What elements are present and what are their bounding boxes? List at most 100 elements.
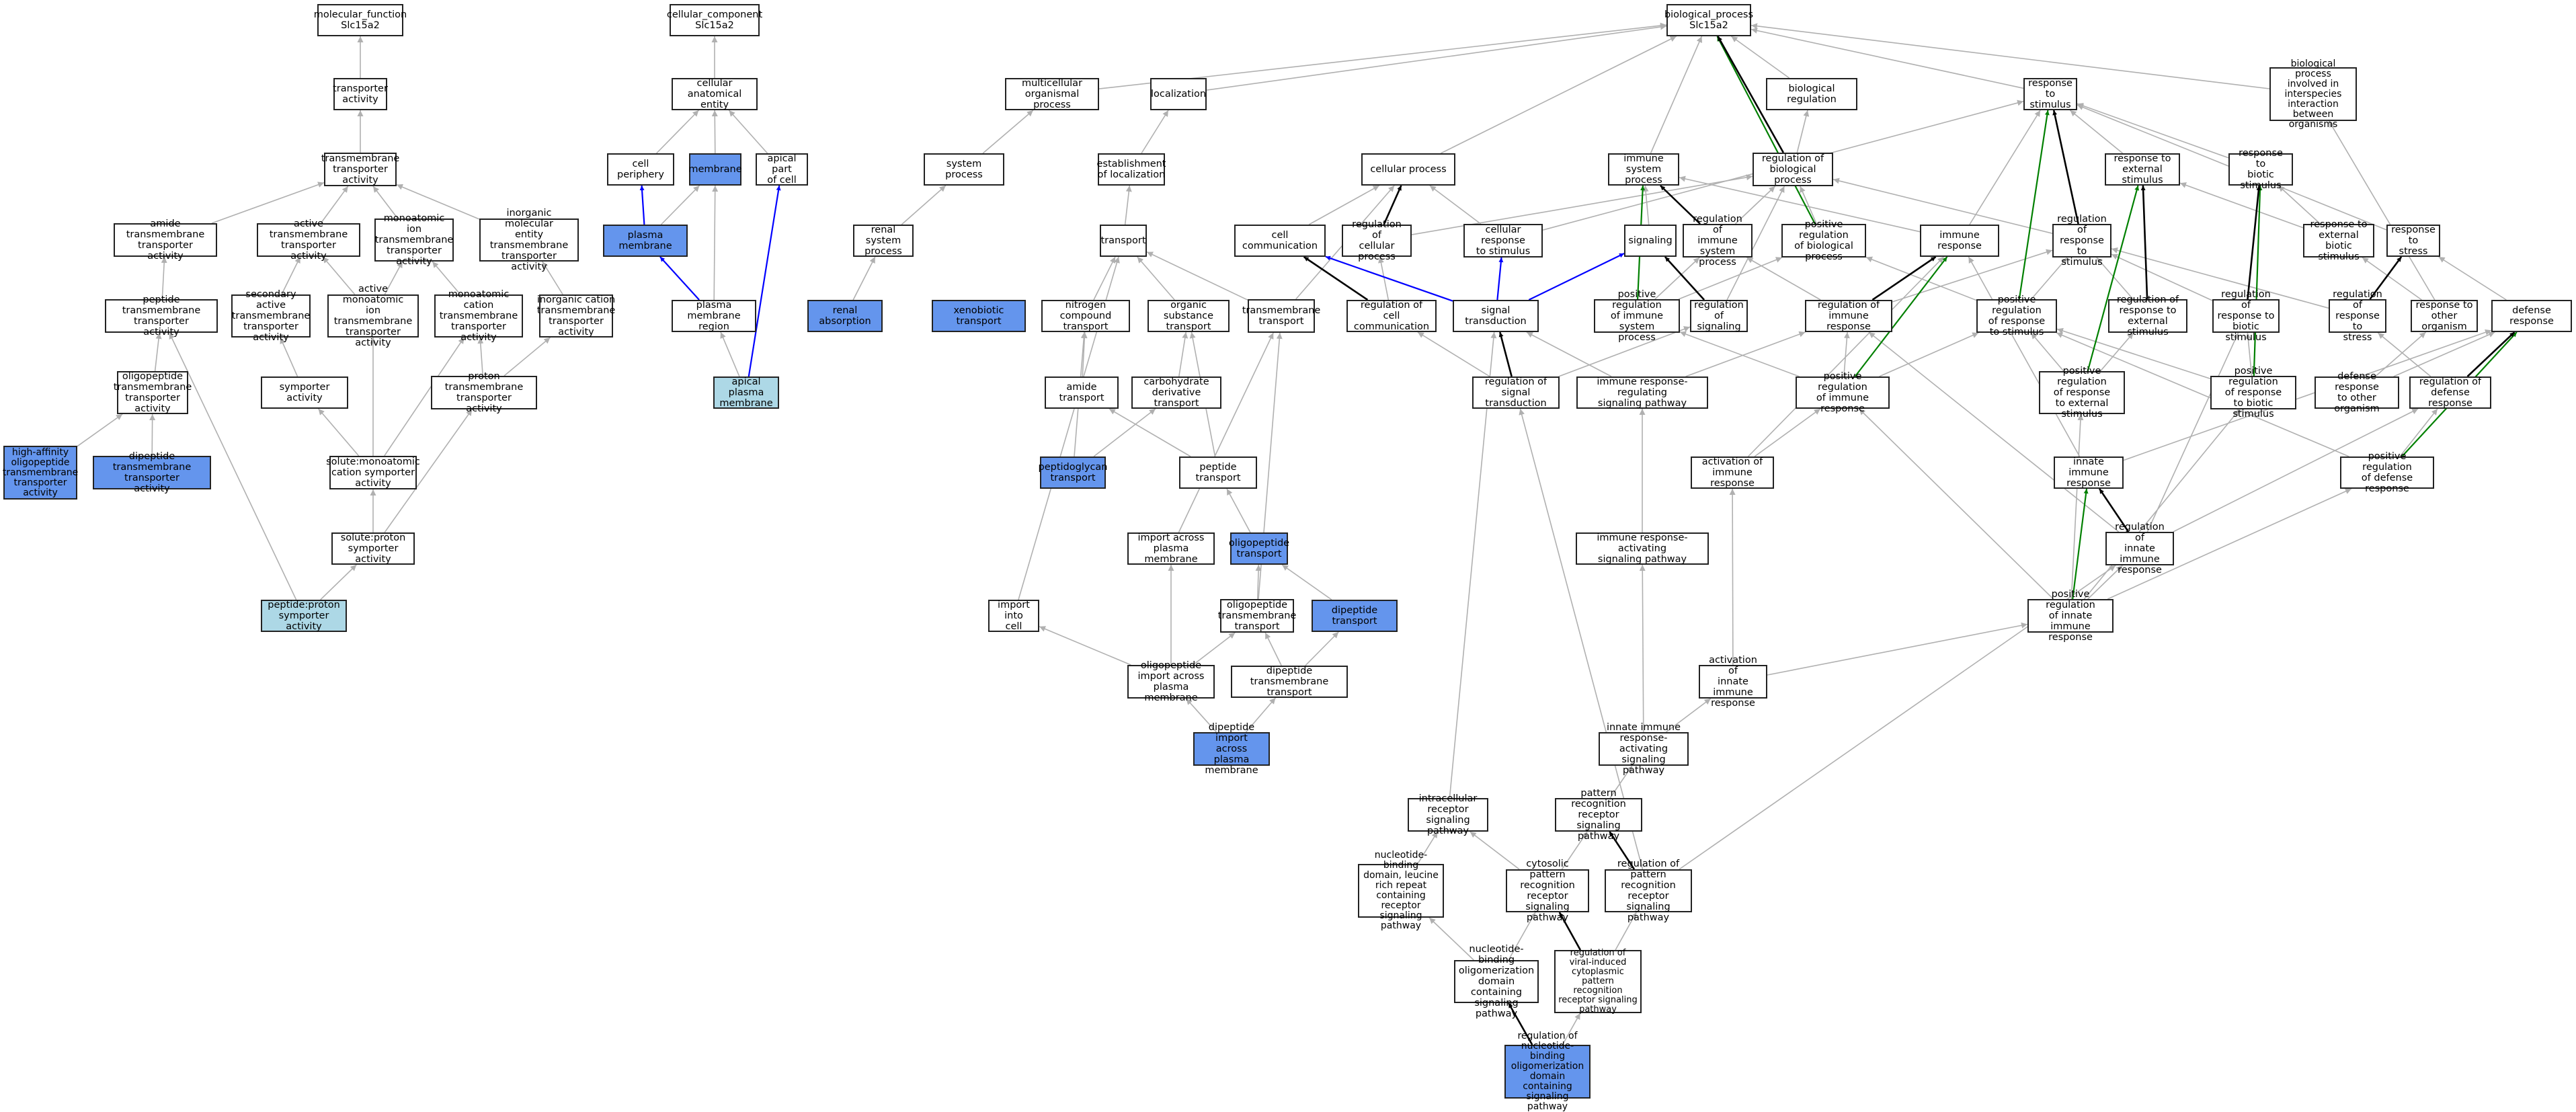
- go-term-node-immune-resp-act-sig[interactable]: immune response-activating signaling pat…: [1576, 532, 1709, 565]
- go-term-node-signaling[interactable]: signaling: [1624, 225, 1677, 257]
- go-term-node-plasma-membrane[interactable]: plasma membrane: [603, 225, 688, 257]
- go-term-node-active-tm[interactable]: active transmembrane transporter activit…: [257, 219, 360, 262]
- go-term-node-reg-cell-comm[interactable]: regulation of cell communication: [1346, 300, 1437, 332]
- go-term-node-reg-viral-prr[interactable]: regulation of viral-induced cytoplasmic …: [1554, 949, 1642, 1015]
- go-term-node-peptide-proton-sym[interactable]: peptide:proton symporter activity: [261, 600, 347, 632]
- go-term-node-transport[interactable]: transport: [1100, 225, 1147, 257]
- go-term-node-bp-root[interactable]: biological_process Slc15a2: [1664, 4, 1753, 36]
- go-term-node-transporter-activity[interactable]: transporter activity: [333, 78, 388, 110]
- go-term-node-amide-transport[interactable]: amide transport: [1045, 376, 1119, 409]
- go-term-node-bio-regulation[interactable]: biological regulation: [1766, 78, 1857, 110]
- go-term-node-cellular-process[interactable]: cellular process: [1361, 153, 1455, 186]
- go-term-node-reg-prr[interactable]: regulation of pattern recognition recept…: [1605, 859, 1692, 923]
- go-term-node-response-ext-stim[interactable]: response to external stimulus: [2105, 153, 2180, 186]
- go-term-node-pos-reg-bio-proc[interactable]: positive regulation of biological proces…: [1781, 219, 1866, 262]
- go-term-node-pos-reg-innate[interactable]: positive regulation of innate immune res…: [2027, 589, 2114, 643]
- go-term-node-pos-reg-resp-ext[interactable]: positive regulation of response to exter…: [2039, 366, 2125, 420]
- go-term-node-pos-reg-resp-stim[interactable]: positive regulation of response to stimu…: [1976, 294, 2057, 337]
- go-term-node-est-localization[interactable]: establishment of localization: [1097, 153, 1166, 186]
- go-term-node-reg-resp-biotic[interactable]: regulation of response to biotic stimulu…: [2212, 289, 2280, 343]
- go-term-node-monoatomic-ion-tm[interactable]: monoatomic ion transmembrane transporter…: [374, 213, 454, 267]
- go-term-node-apical-part[interactable]: apical part of cell: [756, 153, 808, 186]
- go-term-node-nlr-signaling[interactable]: nucleotide-binding domain, leucine rich …: [1358, 850, 1444, 931]
- go-term-node-system-process[interactable]: system process: [924, 153, 1004, 186]
- go-term-node-import-into-cell[interactable]: import into cell: [988, 600, 1039, 632]
- go-term-node-oligopeptide-tm[interactable]: oligopeptide transmembrane transporter a…: [113, 371, 192, 414]
- go-term-node-oligopeptide-transport[interactable]: oligopeptide transport: [1229, 532, 1289, 565]
- go-term-node-reg-defense-response[interactable]: regulation of defense response: [2409, 376, 2491, 409]
- go-term-node-cell-anat-entity[interactable]: cellular anatomical entity: [672, 78, 758, 110]
- go-term-node-localization[interactable]: localization: [1150, 78, 1207, 110]
- go-term-node-pos-reg-defense[interactable]: positive regulation of defense response: [2340, 451, 2434, 494]
- go-term-node-oligo-import-pm[interactable]: oligopeptide import across plasma membra…: [1127, 660, 1215, 703]
- go-term-node-response-ext-biotic[interactable]: response to external biotic stimulus: [2303, 219, 2374, 262]
- go-term-node-response-biotic[interactable]: response to biotic stimulus: [2228, 148, 2293, 191]
- go-term-node-immune-resp-reg-sig[interactable]: immune response-regulating signaling pat…: [1576, 376, 1708, 409]
- go-term-node-prr-signaling[interactable]: pattern recognition receptor signaling p…: [1555, 788, 1642, 842]
- go-term-node-symporter[interactable]: symporter activity: [261, 376, 348, 409]
- go-term-node-reg-signal-transduction[interactable]: regulation of signal transduction: [1472, 376, 1560, 409]
- go-term-node-tm-transport[interactable]: transmembrane transport: [1242, 299, 1320, 333]
- go-term-node-carb-deriv[interactable]: carbohydrate derivative transport: [1131, 376, 1221, 409]
- go-term-node-pm-region[interactable]: plasma membrane region: [672, 300, 756, 332]
- go-term-node-reg-response-stim[interactable]: regulation of response to stimulus: [2052, 214, 2111, 268]
- go-term-node-peptide-tm[interactable]: peptide transmembrane transporter activi…: [105, 294, 218, 337]
- go-term-node-mf-root[interactable]: molecular_function Slc15a2: [314, 4, 407, 36]
- go-term-node-amide-tm[interactable]: amide transmembrane transporter activity: [114, 219, 217, 262]
- go-term-node-response-stimulus[interactable]: response to stimulus: [2023, 78, 2077, 110]
- go-term-node-cellular-response-stim[interactable]: cellular response to stimulus: [1463, 224, 1543, 257]
- go-term-node-defense-other-org[interactable]: defense response to other organism: [2315, 371, 2399, 414]
- go-term-node-reg-innate-immune[interactable]: regulation of innate immune response: [2105, 522, 2174, 575]
- go-term-node-activation-innate[interactable]: activation of innate immune response: [1699, 655, 1767, 709]
- go-term-node-signal-transduction[interactable]: signal transduction: [1453, 300, 1539, 332]
- go-term-node-reg-resp-stress[interactable]: regulation of response to stress: [2329, 289, 2386, 343]
- go-term-node-immune-system-process[interactable]: immune system process: [1608, 153, 1679, 186]
- go-term-node-response-other-org[interactable]: response to other organism: [2411, 300, 2478, 332]
- go-term-node-renal-absorption[interactable]: renal absorption: [807, 300, 883, 332]
- go-term-node-solute-cation-sym[interactable]: solute:monoatomic cation symporter activ…: [326, 456, 420, 489]
- go-term-node-pos-reg-resp-biotic[interactable]: positive regulation of response to bioti…: [2210, 366, 2296, 420]
- go-term-node-pos-reg-immune-resp[interactable]: positive regulation of immune response: [1796, 371, 1890, 414]
- go-term-node-reg-nod-signaling[interactable]: regulation of nucleotide-binding oligome…: [1504, 1031, 1591, 1112]
- go-term-node-tm-transporter[interactable]: transmembrane transporter activity: [321, 153, 400, 186]
- go-term-node-apical-pm[interactable]: apical plasma membrane: [713, 376, 779, 409]
- go-term-node-active-monoatomic[interactable]: active monoatomic ion transmembrane tran…: [327, 284, 419, 348]
- go-term-node-solute-proton-sym[interactable]: solute:proton symporter activity: [331, 532, 415, 565]
- go-term-node-import-across-pm[interactable]: import across plasma membrane: [1127, 532, 1215, 565]
- go-term-node-immune-response[interactable]: immune response: [1920, 225, 1999, 257]
- go-term-node-membrane[interactable]: membrane: [688, 153, 742, 186]
- go-term-node-reg-immune-sys-proc[interactable]: regulation of immune system process: [1683, 214, 1753, 268]
- go-term-node-inorganic-cation-tm[interactable]: inorganic cation transmembrane transport…: [536, 294, 616, 337]
- go-term-node-nod-signaling[interactable]: nucleotide-binding oligomerization domai…: [1454, 944, 1539, 1019]
- go-term-node-dipeptide-import-pm[interactable]: dipeptide import across plasma membrane: [1193, 722, 1270, 776]
- go-term-node-reg-immune-response[interactable]: regulation of immune response: [1805, 300, 1892, 332]
- go-term-node-innate-immune[interactable]: innate immune response: [2054, 456, 2124, 489]
- go-term-node-reg-signaling[interactable]: regulation of signaling: [1690, 300, 1748, 332]
- go-term-node-high-affinity[interactable]: high-affinity oligopeptide transmembrane…: [3, 446, 78, 500]
- go-term-node-response-stress[interactable]: response to stress: [2386, 225, 2440, 257]
- go-term-node-monoatomic-cation-tm[interactable]: monoatomic cation transmembrane transpor…: [434, 289, 523, 343]
- go-term-node-nitrogen-transport[interactable]: nitrogen compound transport: [1041, 300, 1130, 332]
- go-term-node-cell-periphery[interactable]: cell periphery: [607, 153, 674, 186]
- go-term-node-renal-system[interactable]: renal system process: [853, 225, 914, 257]
- go-term-node-xenobiotic[interactable]: xenobiotic transport: [932, 300, 1026, 332]
- go-term-node-oligo-tm-transport[interactable]: oligopeptide transmembrane transport: [1217, 599, 1297, 633]
- go-term-node-activation-immune[interactable]: activation of immune response: [1691, 456, 1774, 489]
- go-term-node-cc-root[interactable]: cellular_component Slc15a2: [667, 4, 762, 36]
- go-term-node-secondary-active[interactable]: secondary active transmembrane transport…: [231, 289, 311, 343]
- go-term-node-reg-bio-process[interactable]: regulation of biological process: [1753, 153, 1833, 186]
- go-term-node-innate-act-sig[interactable]: innate immune response-activating signal…: [1599, 722, 1689, 776]
- go-term-node-organic-transport[interactable]: organic substance transport: [1148, 300, 1230, 332]
- go-term-node-intracellular-receptor[interactable]: intracellular receptor signaling pathway: [1408, 793, 1488, 836]
- go-term-node-inorganic-mol-tm[interactable]: inorganic molecular entity transmembrane…: [479, 208, 579, 272]
- go-term-node-reg-resp-ext-stim[interactable]: regulation of response to external stimu…: [2108, 294, 2187, 337]
- go-term-node-bp-interspecies[interactable]: biological process involved in interspec…: [2269, 58, 2357, 129]
- go-term-node-cell-communication[interactable]: cell communication: [1234, 225, 1326, 257]
- go-term-node-peptide-transport[interactable]: peptide transport: [1179, 456, 1257, 489]
- go-term-node-defense-response[interactable]: defense response: [2491, 300, 2572, 332]
- go-term-node-proton-tm[interactable]: proton transmembrane transporter activit…: [431, 371, 537, 414]
- go-term-node-cytosolic-prr[interactable]: cytosolic pattern recognition receptor s…: [1506, 859, 1589, 923]
- go-term-node-peptidoglycan[interactable]: peptidoglycan transport: [1039, 456, 1108, 489]
- go-term-node-dipeptide-tm-transport[interactable]: dipeptide transmembrane transport: [1231, 666, 1348, 698]
- go-term-node-dipeptide-tm-act[interactable]: dipeptide transmembrane transporter acti…: [93, 451, 211, 494]
